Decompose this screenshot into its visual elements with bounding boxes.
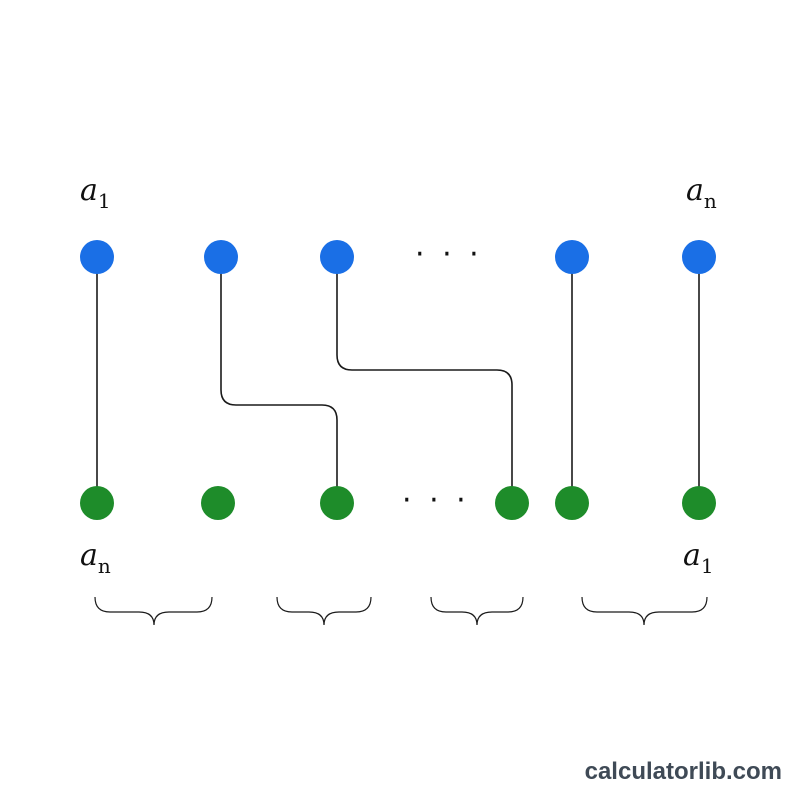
brace-2 [276, 596, 372, 626]
label-top-left-sub: 1 [98, 189, 111, 213]
top-node-3 [320, 240, 354, 274]
label-bottom-left-base: a [80, 538, 98, 573]
wire-2 [220, 257, 338, 503]
top-node-1 [80, 240, 114, 274]
label-bottom-left: an [80, 538, 111, 578]
label-bottom-right: a1 [683, 538, 714, 578]
label-bottom-left-sub: n [98, 554, 111, 578]
bottom-nodes [80, 486, 716, 520]
ellipsis-bottom: · · · [402, 483, 470, 518]
bottom-node-4 [495, 486, 529, 520]
bottom-node-3 [320, 486, 354, 520]
label-top-left: a1 [80, 173, 111, 213]
top-node-4 [555, 240, 589, 274]
braces [94, 596, 708, 626]
top-node-2 [204, 240, 238, 274]
brace-1 [94, 596, 213, 626]
connections [96, 257, 700, 503]
top-nodes [80, 240, 716, 274]
wire-3 [336, 257, 513, 503]
brace-3 [430, 596, 524, 626]
label-top-right: an [686, 173, 717, 213]
label-top-left-base: a [80, 173, 98, 208]
label-top-right-sub: n [704, 189, 717, 213]
brace-4 [581, 596, 708, 626]
watermark-logo: calculatorlib.com [584, 758, 782, 785]
bottom-node-6 [682, 486, 716, 520]
bottom-node-2 [201, 486, 235, 520]
ellipsis-top: · · · [415, 237, 483, 272]
label-bottom-right-base: a [683, 538, 701, 573]
label-top-right-base: a [686, 173, 704, 208]
top-node-5 [682, 240, 716, 274]
bottom-node-5 [555, 486, 589, 520]
label-bottom-right-sub: 1 [701, 554, 714, 578]
bottom-node-1 [80, 486, 114, 520]
